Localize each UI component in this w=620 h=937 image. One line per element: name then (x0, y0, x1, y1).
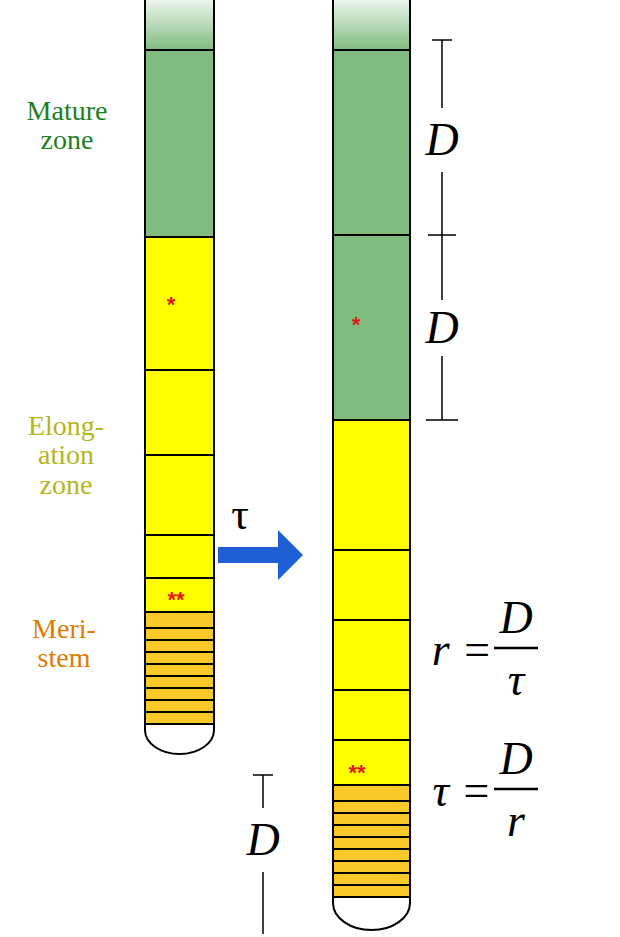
marker-asterisk: * (167, 293, 176, 316)
marker-asterisk: ** (167, 588, 184, 611)
dimension-label: D (425, 304, 458, 352)
time-symbol: τ (231, 492, 249, 538)
dimension-label: D (246, 816, 279, 864)
formula-text: r = (432, 626, 492, 674)
fraction-bar (494, 647, 538, 650)
formula-text: τ = (432, 767, 491, 815)
marker-asterisk: ** (348, 761, 365, 784)
formula-text: D (499, 735, 532, 783)
zone-label: Elong- ation zone (18, 411, 114, 499)
left-root (145, 0, 214, 754)
fraction-bar (494, 788, 538, 791)
marker-asterisk: * (352, 313, 361, 336)
dimension-label: D (425, 116, 458, 164)
zone-label: Mature zone (11, 96, 123, 155)
dimension-bracket (426, 40, 458, 420)
right-root (333, 0, 410, 930)
formula-text: r (507, 797, 525, 845)
formula-text: τ (508, 656, 524, 704)
formula-text: D (499, 594, 532, 642)
time-arrow (218, 530, 303, 580)
zone-label: Meri- stem (19, 614, 109, 673)
